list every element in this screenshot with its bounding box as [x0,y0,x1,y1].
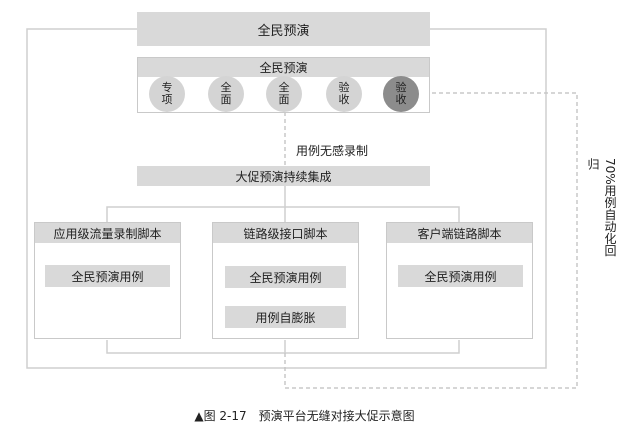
exercise-panel: 全民预演 专项 全面 全面 验收 验收 [137,57,430,113]
step-label-4: 验收 [338,81,350,106]
script-3-item-1: 全民预演用例 [398,265,523,287]
script-title-1: 应用级流量录制脚本 [35,223,180,243]
step-circle-4: 验收 [326,76,362,112]
script-2-item-1: 全民预演用例 [225,266,346,288]
top-title-bar: 全民预演 [137,12,430,46]
step-label-3: 全面 [278,81,290,106]
branch-line-left [106,185,286,222]
script-panel-1: 应用级流量录制脚本 全民预演用例 [34,222,181,339]
step-label-2: 全面 [220,81,232,106]
outer-frame-line [26,28,547,369]
step-label-1: 专项 [161,81,173,106]
flow-label: 用例无感录制 [296,144,369,158]
figure-caption: ▲图 2-17 预演平台无缝对接大促示意图 [194,409,415,423]
step-circle-3: 全面 [266,76,302,112]
branch-line-right [285,206,460,222]
script-panel-3: 客户端链路脚本 全民预演用例 [386,222,533,339]
step-circle-5: 验收 [383,76,419,112]
exercise-title: 全民预演 [138,58,429,77]
script-panel-2: 链路级接口脚本 全民预演用例 用例自膨胀 [212,222,359,339]
dashed-feedback-line [284,92,578,389]
side-label: 70%用例自动化回归 [586,158,617,257]
script-title-2: 链路级接口脚本 [213,223,358,243]
script-title-3: 客户端链路脚本 [387,223,532,243]
script-1-item-1: 全民预演用例 [45,265,170,287]
step-circle-1: 专项 [149,76,185,112]
integration-bar: 大促预演持续集成 [137,166,430,186]
step-label-5: 验收 [395,81,407,106]
step-circle-2: 全面 [208,76,244,112]
script-2-item-2: 用例自膨胀 [225,306,346,328]
merge-line [106,340,460,354]
